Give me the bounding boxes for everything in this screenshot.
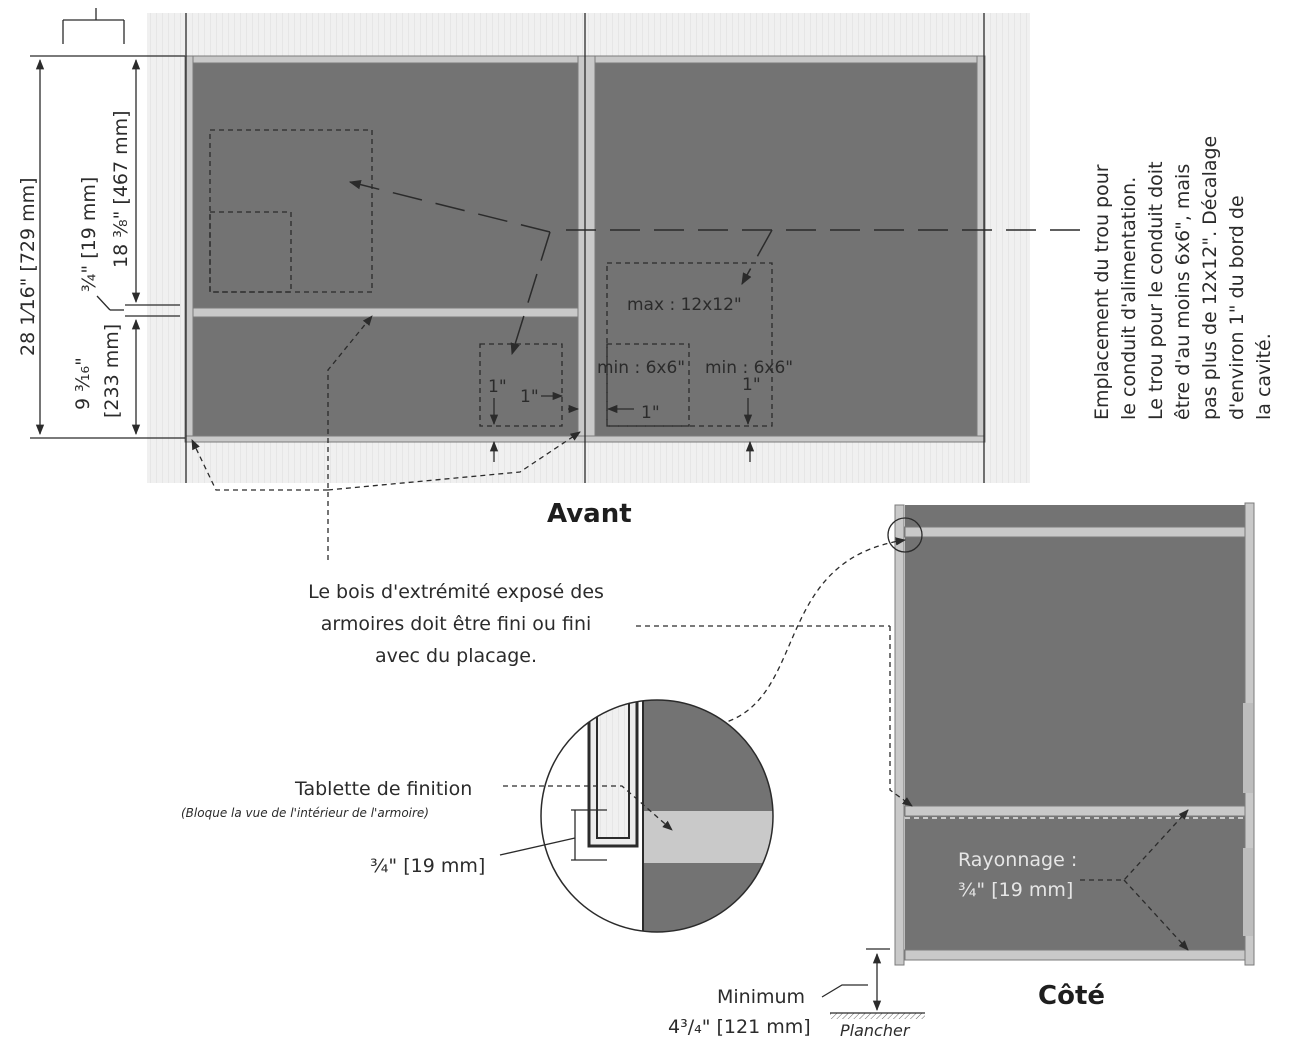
side-back-detail-2 [1243, 848, 1253, 936]
detail-magnifier: Tablette de finition (Bloque la vue de l… [181, 699, 774, 933]
min-hole-label-left: min : 6x6" [597, 358, 685, 378]
conduit-note-line-1: Emplacement du trou pour [1091, 164, 1113, 420]
finish-shelf-label: Tablette de finition [294, 778, 472, 800]
left-upper-cavity [193, 60, 578, 308]
side-shelf [904, 805, 1246, 817]
conduit-note: Emplacement du trou pour le conduit d'al… [1091, 136, 1275, 420]
conduit-note-line-2: le conduit d'alimentation. [1118, 177, 1140, 420]
hole-outline-max [606, 262, 773, 427]
left-lower-cavity [193, 316, 578, 436]
minimum-label: Minimum [717, 986, 805, 1008]
max-hole-label: max : 12x12" [627, 295, 742, 315]
dim-shelf-thickness: ¾" [19 mm] [78, 177, 100, 292]
side-back-detail-1 [1243, 703, 1253, 793]
detail-shelf-panel [643, 811, 773, 863]
front-view: max : 12x12" min : 6x6" min : 6x6" 1" 1"… [17, 8, 1080, 529]
side-front-edge [894, 504, 905, 966]
detail-lower-cavity [643, 863, 773, 932]
conduit-note-line-6: d'environ 1" du bord de [1226, 195, 1248, 420]
detail-callout-circle [887, 517, 923, 553]
center-divider [577, 55, 596, 440]
offset-label-4: 1" [742, 375, 761, 395]
side-upper-cavity [905, 505, 1245, 807]
end-wood-note-line-2: armoires doit être fini ou fini [321, 613, 592, 635]
side-bottom-panel [904, 949, 1246, 961]
front-view-title: Avant [547, 499, 632, 529]
hole-outline-large [209, 129, 373, 293]
detail-upper-cavity [643, 700, 773, 811]
minimum-dim: 4³/₄" [121 mm] [668, 1016, 811, 1037]
hole-outline-min-left [479, 343, 563, 427]
floor-hatch [830, 1013, 925, 1019]
conduit-note-line-4: être d'au moins 6x6", mais [1172, 164, 1194, 420]
end-wood-note-line-1: Le bois d'extrémité exposé des [308, 581, 604, 603]
end-wood-note-line-3: avec du placage. [375, 645, 537, 667]
dim-upper-cavity: 18 ³⁄₈" [467 mm] [110, 110, 132, 268]
dim-lower-cavity-metric: [233 mm] [101, 324, 123, 418]
min-hole-label-right: min : 6x6" [705, 358, 793, 378]
floor-label: Plancher [840, 1021, 911, 1037]
conduit-note-line-3: Le trou pour le conduit doit [1145, 161, 1167, 420]
offset-label-1: 1" [488, 377, 507, 397]
end-wood-note: Le bois d'extrémité exposé des armoires … [191, 315, 890, 667]
offset-label-3: 1" [641, 403, 660, 423]
dim-lower-cavity-imperial: 9 ³⁄₁₆" [72, 357, 94, 410]
conduit-note-line-7: la cavité. [1253, 333, 1275, 420]
shelving-label: Rayonnage : [958, 849, 1077, 871]
finish-shelf-dim: ¾" [19 mm] [370, 855, 485, 877]
side-top-panel [904, 526, 1246, 538]
side-view: Rayonnage : ¾" [19 mm] Plancher Minimum … [668, 502, 1255, 1037]
side-lower-cavity [905, 815, 1245, 951]
offset-label-2: 1" [520, 387, 539, 407]
top-panel-right [594, 55, 981, 64]
side-view-title: Côté [1038, 981, 1105, 1011]
hole-outline-min-right [606, 343, 690, 427]
right-cavity [595, 60, 980, 436]
finish-shelf-note: (Bloque la vue de l'intérieur de l'armoi… [181, 806, 429, 820]
top-panel-left [192, 55, 579, 64]
dim-total-height: 28 1⁄16" [729 mm] [17, 177, 39, 356]
conduit-note-line-5: pas plus de 12x12". Décalage [1199, 136, 1221, 420]
shelf-panel [192, 307, 579, 318]
shelving-dim: ¾" [19 mm] [958, 879, 1073, 901]
hole-outline-small [209, 211, 292, 293]
